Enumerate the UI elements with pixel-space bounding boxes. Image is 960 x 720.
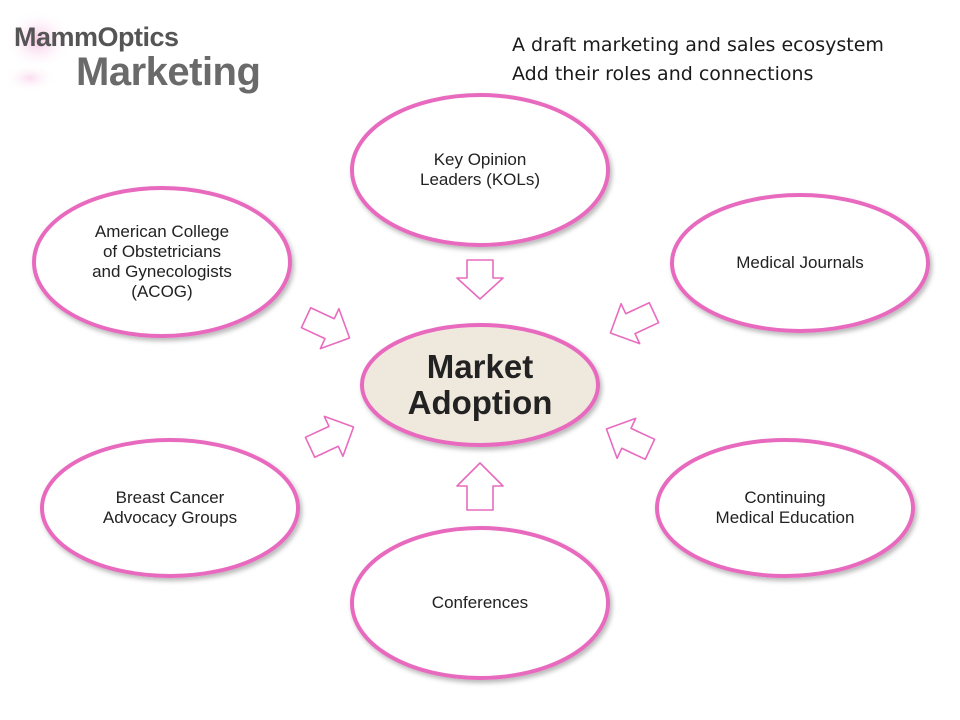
arrow-acog-to-center xyxy=(300,306,351,350)
node-center xyxy=(360,323,600,447)
company-name: MammOptics xyxy=(14,22,179,52)
node-advocacy xyxy=(40,438,300,578)
node-acog xyxy=(32,186,292,338)
arrow-advocacy-to-center xyxy=(304,415,355,459)
arrow-kol-to-center xyxy=(456,259,504,300)
arrow-cme-to-center xyxy=(605,417,656,461)
label-conferences: Conferences xyxy=(431,593,529,612)
note-line-2: Add their roles and connections xyxy=(512,63,814,85)
arrow-conferences-to-center xyxy=(456,462,504,511)
label-acog: American College of Obstetricians and Gy… xyxy=(92,222,232,301)
brand-logo-graphic xyxy=(4,10,72,92)
node-kol xyxy=(350,93,610,247)
label-journals: Medical Journals xyxy=(736,253,864,272)
note-line-1: A draft marketing and sales ecosystem xyxy=(512,34,884,56)
node-conferences xyxy=(350,526,610,680)
node-journals xyxy=(670,193,930,333)
node-cme xyxy=(655,438,915,578)
arrow-journals-to-center xyxy=(609,301,660,345)
department-title: Marketing xyxy=(76,50,261,94)
